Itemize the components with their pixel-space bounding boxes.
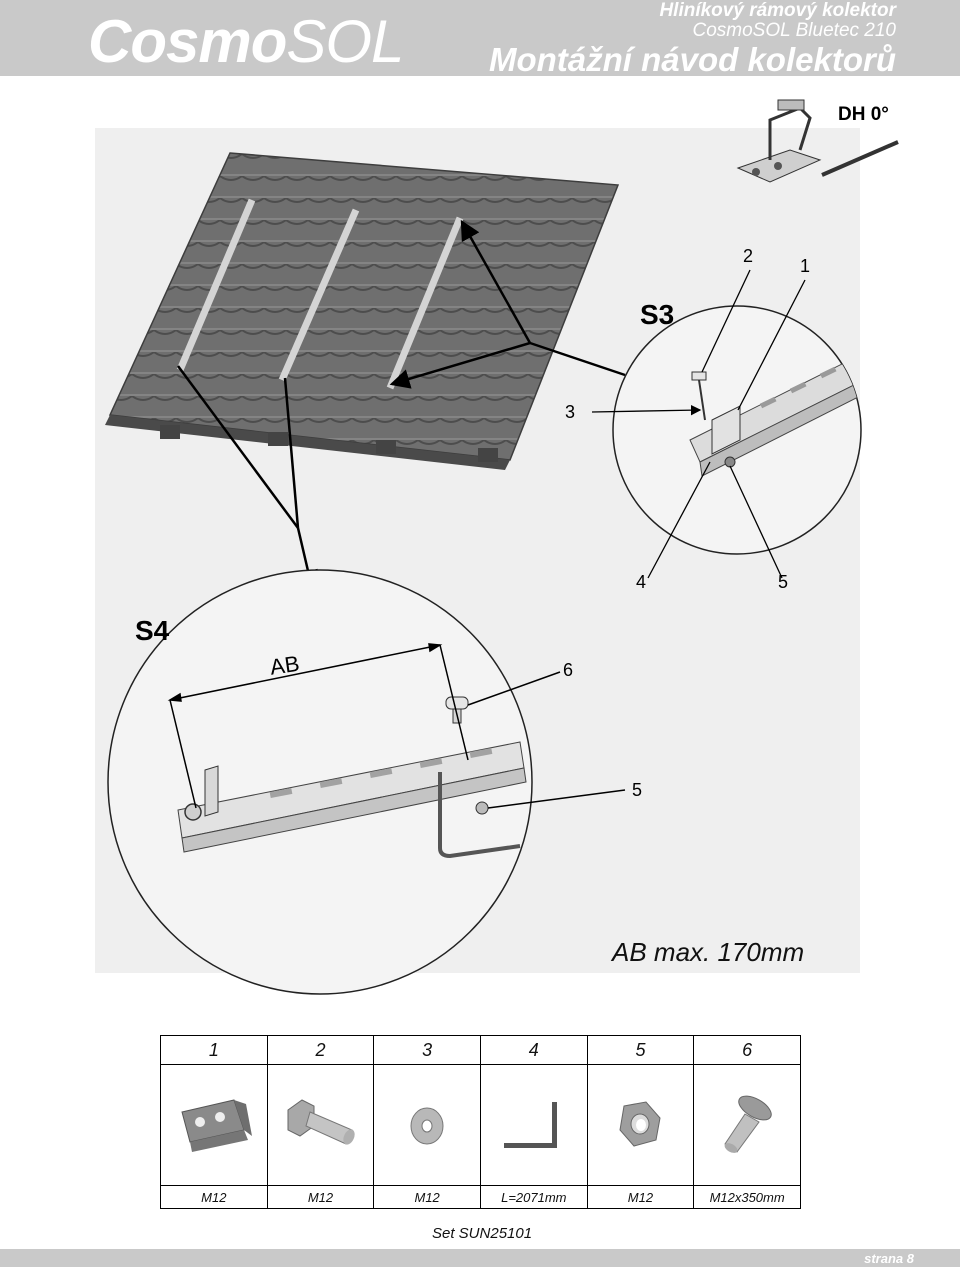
detail-s3-label: S3 xyxy=(640,299,674,330)
s3-leader-lines xyxy=(591,269,806,579)
detail-s4-circle xyxy=(107,569,533,995)
product-model-title: CosmoSOL Bluetec 210 xyxy=(692,20,897,41)
part-spec: M12 xyxy=(373,1185,481,1209)
callout-s3-1: 1 xyxy=(800,256,810,276)
part-image-cell xyxy=(160,1064,268,1186)
part-number: 5 xyxy=(586,1035,695,1065)
parts-spec-row: M12 M12 M12 L=2071mm M12 M12x350mm xyxy=(160,1185,801,1209)
part-number: 2 xyxy=(266,1035,375,1065)
max-distance-caption: AB max. 170mm xyxy=(612,937,805,967)
part-number: 4 xyxy=(479,1035,588,1065)
dimension-label-ab: AB xyxy=(268,651,301,680)
part-spec: M12x350mm xyxy=(693,1185,801,1209)
part-spec: M12 xyxy=(160,1185,268,1209)
set-label: Set SUN25101 xyxy=(432,1225,533,1242)
page-number: strana 8 xyxy=(864,1251,914,1266)
part-spec: M12 xyxy=(586,1185,695,1209)
callout-s3-5: 5 xyxy=(778,572,788,592)
part-image-cell xyxy=(373,1064,481,1186)
parts-number-row: 1 2 3 4 5 6 xyxy=(160,1035,801,1065)
detail-s4-label: S4 xyxy=(135,615,170,646)
parts-table: 1 2 3 4 5 6 xyxy=(160,1035,801,1209)
part-image-cell xyxy=(693,1064,801,1186)
part-number: 3 xyxy=(373,1035,481,1065)
callout-s3-2: 2 xyxy=(743,246,753,266)
page-footer: strana 8 xyxy=(0,1249,960,1267)
brand-logo: CosmoSOL xyxy=(88,8,404,75)
manual-title: Montážní návod kolektorů xyxy=(488,41,896,78)
mounting-rails xyxy=(176,198,464,390)
callout-s3-4: 4 xyxy=(636,572,646,592)
washer-icon xyxy=(410,1107,444,1145)
callout-s3-3: 3 xyxy=(565,402,575,422)
part-spec: M12 xyxy=(266,1185,375,1209)
part-image-cell xyxy=(586,1064,695,1186)
part-image-cell xyxy=(266,1064,375,1186)
pointer-arrows xyxy=(176,219,626,591)
page-header: CosmoSOL Hliníkový rámový kolektor Cosmo… xyxy=(0,0,960,78)
roof-hook-illustration xyxy=(736,99,899,183)
s4-dimension-lines xyxy=(167,643,626,809)
angle-bracket-icon xyxy=(181,1099,252,1152)
detail-s3-circle xyxy=(612,305,862,555)
hex-nut-icon xyxy=(619,1101,661,1147)
part-spec: L=2071mm xyxy=(479,1185,588,1209)
parts-image-row xyxy=(160,1064,801,1186)
part-image-cell xyxy=(479,1064,588,1186)
hex-bolt-icon xyxy=(287,1099,356,1145)
angle-profile-icon xyxy=(503,1102,557,1148)
callout-s4-6: 6 xyxy=(563,660,573,680)
product-line-title: Hliníkový rámový kolektor xyxy=(659,0,896,21)
hook-label: DH 0° xyxy=(838,104,889,125)
callout-s4-5: 5 xyxy=(632,780,642,800)
carriage-bolt-icon xyxy=(724,1095,772,1153)
part-number: 1 xyxy=(160,1035,268,1065)
assembly-drawing: DH 0° S3 1 2 3 4 5 xyxy=(95,99,899,995)
part-number: 6 xyxy=(693,1035,801,1065)
